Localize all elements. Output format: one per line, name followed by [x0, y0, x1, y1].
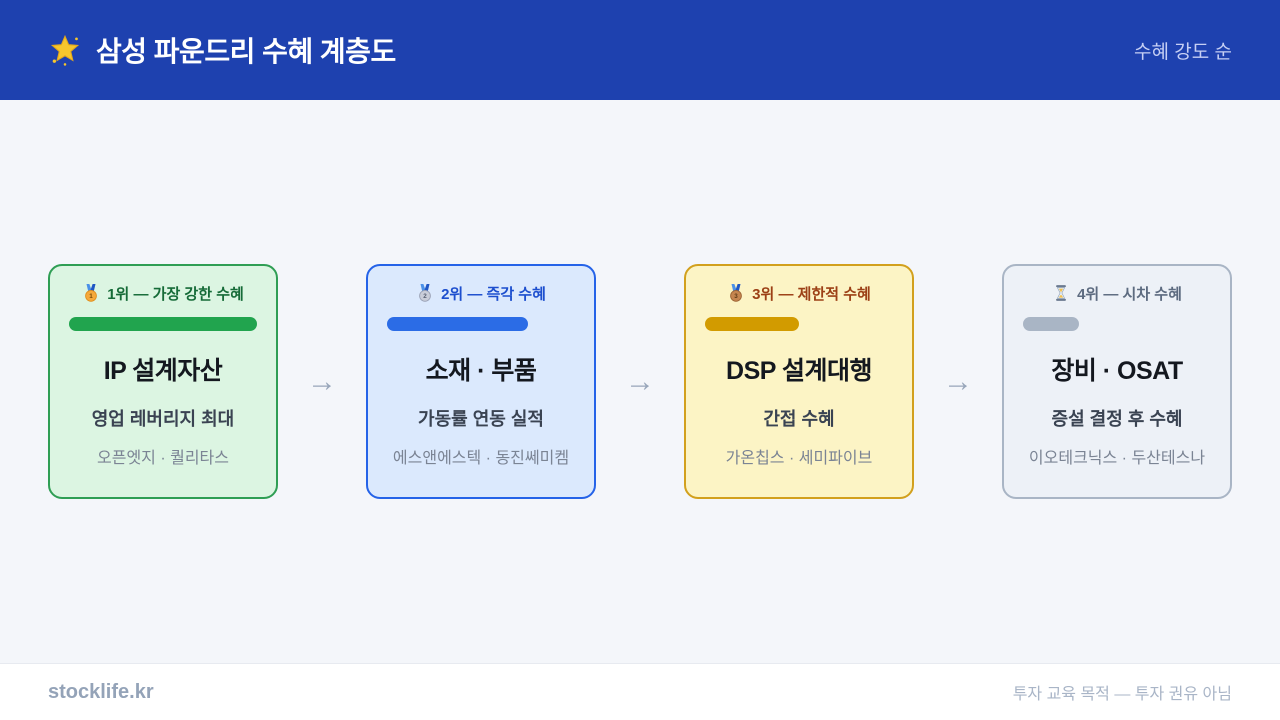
silver-medal-icon: 2	[416, 284, 434, 302]
card-title: IP 설계자산	[103, 356, 223, 385]
card-rank-label: 3 3위 — 제한적 수혜	[705, 284, 893, 307]
page-title: 삼성 파운드리 수혜 계층도	[96, 36, 396, 67]
card-title: DSP 설계대행	[726, 356, 872, 385]
card-companies: 가온칩스 · 세미파이브	[725, 449, 873, 467]
benefit-card-equipment: 4위 — 시차 수혜 장비 · OSAT 증설 결정 후 수혜 이오테크닉스 ·…	[1002, 264, 1232, 499]
arrow-right-icon: →	[943, 364, 973, 398]
card-companies: 에스앤에스텍 · 동진쎄미켐	[392, 449, 570, 467]
header-bar: 삼성 파운드리 수혜 계층도 수혜 강도 순	[0, 0, 1280, 100]
rank-text: 2위 — 즉각 수혜	[441, 286, 546, 304]
card-rank-label: 2 2위 — 즉각 수혜	[387, 284, 575, 307]
footer-brand: stocklife.kr	[48, 680, 154, 703]
svg-text:2: 2	[423, 293, 427, 300]
card-companies: 오픈엣지 · 퀄리타스	[97, 449, 229, 467]
benefit-card-dsp: 3 3위 — 제한적 수혜 DSP 설계대행 간접 수혜 가온칩스 · 세미파이…	[684, 264, 914, 499]
rank-text: 4위 — 시차 수혜	[1077, 286, 1182, 304]
hourglass-icon	[1052, 284, 1070, 302]
benefit-flow: 1 1위 — 가장 강한 수혜 IP 설계자산 영업 레버리지 최대 오픈엣지 …	[0, 100, 1280, 663]
card-subtitle: 영업 레버리지 최대	[91, 408, 235, 429]
strength-bar-fill	[69, 316, 257, 331]
strength-bar-fill	[387, 316, 528, 331]
strength-bar	[705, 316, 893, 331]
card-subtitle: 증설 결정 후 수혜	[1051, 408, 1183, 429]
footer-bar: stocklife.kr 투자 교육 목적 — 투자 권유 아님	[0, 663, 1280, 720]
card-rank-label: 1 1위 — 가장 강한 수혜	[69, 284, 257, 307]
card-title: 소재 · 부품	[425, 356, 537, 385]
card-rank-label: 4위 — 시차 수혜	[1023, 284, 1211, 307]
card-subtitle: 가동률 연동 실적	[418, 408, 544, 429]
strength-bar-fill	[705, 316, 799, 331]
rank-text: 1위 — 가장 강한 수혜	[107, 286, 244, 304]
benefit-card-materials: 2 2위 — 즉각 수혜 소재 · 부품 가동률 연동 실적 에스앤에스텍 · …	[366, 264, 596, 499]
svg-text:1: 1	[89, 293, 93, 300]
arrow-right-icon: →	[307, 364, 337, 398]
bronze-medal-icon: 3	[727, 284, 745, 302]
strength-bar	[69, 316, 257, 331]
gold-medal-icon: 1	[82, 284, 100, 302]
benefit-card-ip: 1 1위 — 가장 강한 수혜 IP 설계자산 영업 레버리지 최대 오픈엣지 …	[48, 264, 278, 499]
card-title: 장비 · OSAT	[1051, 356, 1183, 385]
card-companies: 이오테크닉스 · 두산테스나	[1028, 449, 1206, 467]
strength-bar-fill	[1023, 316, 1080, 331]
strength-bar	[387, 316, 575, 331]
arrow-right-icon: →	[625, 364, 655, 398]
strength-bar	[1023, 316, 1211, 331]
card-subtitle: 간접 수혜	[763, 408, 835, 429]
sort-order-label: 수혜 강도 순	[1134, 41, 1232, 63]
rank-text: 3위 — 제한적 수혜	[752, 286, 871, 304]
glowing-star-icon	[48, 33, 82, 67]
svg-text:3: 3	[734, 293, 738, 300]
footer-disclaimer: 투자 교육 목적 — 투자 권유 아님	[1012, 686, 1232, 703]
